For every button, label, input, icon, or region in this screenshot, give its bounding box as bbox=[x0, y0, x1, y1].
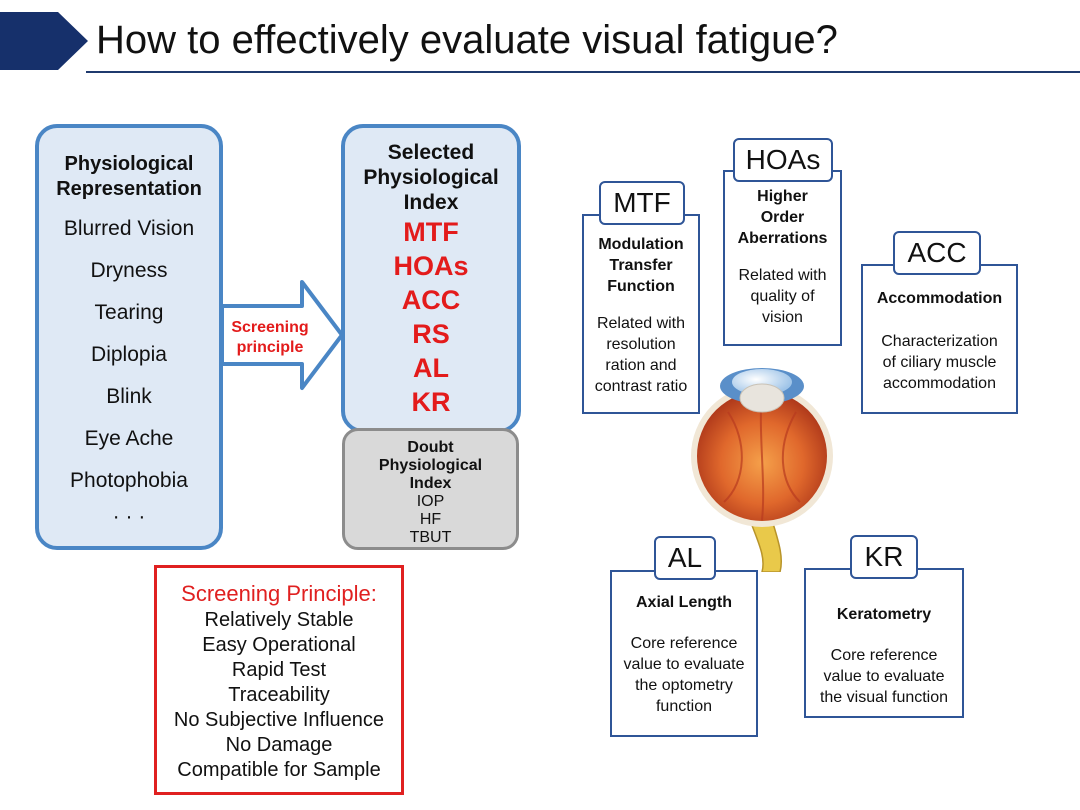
title-chevron-icon bbox=[0, 12, 88, 70]
acc-tag: ACC bbox=[893, 231, 981, 275]
kr-card-title-line: Keratometry bbox=[836, 606, 932, 623]
mtf-card: Modulation Transfer Function Related wit… bbox=[582, 214, 700, 414]
hoas-card-desc-line: vision bbox=[762, 309, 803, 326]
symptom-ellipsis: · · · bbox=[112, 505, 146, 528]
doubt-index-box: Doubt Physiological Index IOP HF TBUT bbox=[342, 428, 519, 550]
selected-index-item: ACC bbox=[401, 285, 461, 315]
acc-card-desc-line: of ciliary muscle bbox=[882, 354, 997, 371]
al-tag: AL bbox=[654, 536, 716, 580]
eyeball-illustration bbox=[691, 368, 833, 572]
symptom-item: Diplopia bbox=[91, 343, 167, 366]
acc-card-title-line: Accommodation bbox=[876, 290, 1003, 307]
al-card-desc-line: the optometry bbox=[635, 677, 733, 694]
kr-card-desc-line: value to evaluate bbox=[823, 668, 945, 685]
symptom-item: Blurred Vision bbox=[63, 217, 195, 240]
al-card-desc-line: Core reference bbox=[630, 635, 738, 652]
mtf-card-desc-line: resolution bbox=[606, 336, 676, 353]
acc-card-desc-line: Characterization bbox=[881, 333, 998, 350]
arrow-label-line: principle bbox=[236, 339, 304, 356]
physiological-representation-box: Physiological Representation Blurred Vis… bbox=[35, 124, 223, 550]
mtf-card-desc-line: ration and bbox=[605, 357, 677, 374]
symptom-item: Blink bbox=[106, 385, 152, 408]
screening-arrow bbox=[220, 280, 344, 390]
screening-principle-item: No Subjective Influence bbox=[173, 709, 385, 731]
kr-card-desc-line: the visual function bbox=[819, 689, 949, 706]
physiological-heading-line: Representation bbox=[56, 178, 202, 200]
hoas-card: Higher Order Aberrations Related with qu… bbox=[723, 170, 842, 346]
screening-principle-item: Relatively Stable bbox=[204, 609, 354, 631]
kr-card: Keratometry Core reference value to eval… bbox=[804, 568, 964, 718]
al-card: Axial Length Core reference value to eva… bbox=[610, 570, 758, 737]
selected-heading-line: Selected bbox=[387, 141, 475, 164]
doubt-heading-line: Doubt bbox=[407, 439, 454, 456]
selected-heading-line: Physiological bbox=[363, 166, 499, 189]
mtf-card-desc-line: Related with bbox=[596, 315, 686, 332]
doubt-heading-line: Physiological bbox=[378, 457, 483, 474]
mtf-card-title-line: Function bbox=[607, 278, 675, 295]
hoas-card-desc-line: Related with bbox=[738, 267, 827, 284]
kr-tag: KR bbox=[850, 535, 918, 579]
hoas-card-title-line: Aberrations bbox=[737, 230, 828, 247]
selected-index-item: MTF bbox=[403, 217, 459, 247]
acc-card: Accommodation Characterization of ciliar… bbox=[861, 264, 1018, 414]
screening-principle-item: Easy Operational bbox=[202, 634, 356, 656]
physiological-heading-line: Physiological bbox=[64, 153, 194, 175]
selected-index-box: Selected Physiological Index MTF HOAs AC… bbox=[341, 124, 521, 433]
page-title: How to effectively evaluate visual fatig… bbox=[96, 18, 838, 62]
al-card-desc-line: function bbox=[655, 698, 713, 715]
symptom-item: Eye Ache bbox=[84, 427, 174, 450]
arrow-label-line: Screening bbox=[231, 319, 309, 336]
doubt-heading-line: Index bbox=[409, 475, 452, 492]
screening-principle-item: No Damage bbox=[225, 734, 333, 756]
mtf-card-desc-line: contrast ratio bbox=[594, 378, 688, 395]
selected-index-item: AL bbox=[413, 353, 449, 383]
hoas-tag: HOAs bbox=[733, 138, 833, 182]
al-card-desc-line: value to evaluate bbox=[623, 656, 745, 673]
doubt-index-item: IOP bbox=[416, 493, 445, 510]
doubt-index-item: HF bbox=[419, 511, 442, 528]
kr-card-desc-line: Core reference bbox=[830, 647, 938, 664]
selected-index-item: RS bbox=[412, 319, 450, 349]
selected-heading-line: Index bbox=[403, 191, 459, 214]
selected-index-item: HOAs bbox=[393, 251, 469, 281]
al-card-title-line: Axial Length bbox=[635, 594, 732, 611]
symptom-item: Photophobia bbox=[70, 469, 188, 492]
arrow-label: Screening principle bbox=[222, 318, 318, 358]
screening-principle-title: Screening Principle: bbox=[181, 581, 377, 606]
hoas-card-desc-line: quality of bbox=[750, 288, 815, 305]
symptom-item: Tearing bbox=[94, 301, 164, 324]
screening-principle-item: Traceability bbox=[228, 684, 330, 706]
symptom-item: Dryness bbox=[90, 259, 168, 282]
doubt-index-item: TBUT bbox=[409, 529, 452, 546]
mtf-card-title-line: Modulation bbox=[598, 236, 684, 253]
hoas-card-title-line: Order bbox=[760, 209, 805, 226]
hoas-card-title-line: Higher bbox=[757, 188, 808, 205]
title-underline bbox=[86, 71, 1080, 73]
mtf-card-title-line: Transfer bbox=[609, 257, 673, 274]
mtf-tag: MTF bbox=[599, 181, 685, 225]
screening-principle-item: Rapid Test bbox=[231, 659, 327, 681]
screening-principle-box: Screening Principle: Relatively Stable E… bbox=[154, 565, 404, 795]
screening-principle-item: Compatible for Sample bbox=[177, 759, 381, 781]
selected-index-item: KR bbox=[411, 387, 451, 417]
acc-card-desc-line: accommodation bbox=[883, 375, 996, 392]
